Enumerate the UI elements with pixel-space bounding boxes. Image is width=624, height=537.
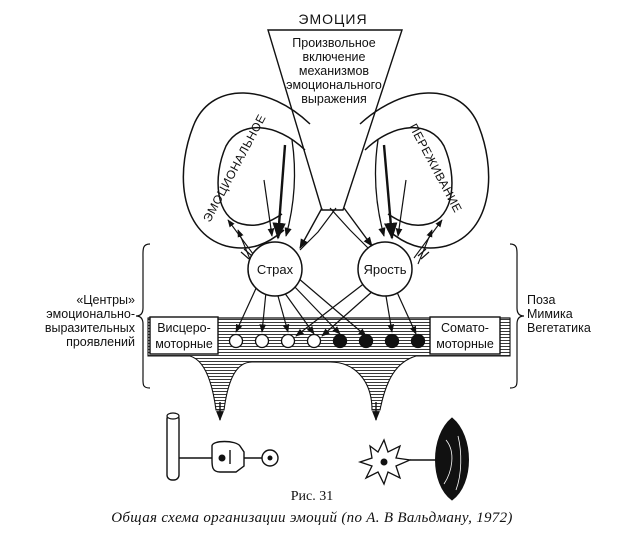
fear-to-nodes — [235, 277, 367, 337]
node-2 — [254, 333, 270, 349]
output-line-3: Вегетатика — [527, 321, 591, 335]
somatomotor-box — [429, 316, 501, 355]
rage-label: Ярость — [363, 262, 406, 277]
node-8 — [410, 333, 426, 349]
funnel-inner-right — [329, 207, 371, 251]
left-loop-arrow-1 — [272, 144, 287, 240]
somatomotor-line-2: моторные — [436, 337, 494, 351]
right-loop-arrow-1 — [382, 144, 398, 240]
centers-line-1: «Центры» — [76, 293, 135, 307]
node-5 — [332, 333, 348, 349]
node-7 — [384, 333, 400, 349]
fear-tick-2 — [243, 248, 253, 257]
output-label: Поза Мимика Вегетатика — [527, 293, 591, 335]
rage-out-arrow-2 — [417, 229, 433, 265]
rage-to-nodes — [295, 281, 417, 337]
node-row — [228, 333, 426, 349]
figure-number: Рис. 31 — [290, 489, 334, 504]
diagram-title: ЭМОЦИЯ — [298, 11, 367, 27]
visceral-effector-icon — [166, 412, 279, 481]
right-loop-arrow-3 — [395, 179, 407, 237]
left-loop-arrow-3 — [263, 179, 275, 237]
right-bracket — [509, 243, 525, 389]
visceromotor-box — [149, 316, 219, 355]
centers-line-2: эмоционально- — [46, 307, 135, 321]
right-experience-loop — [359, 92, 490, 249]
left-loop-label: ЭМОЦИОНАЛЬНОЕ — [200, 112, 269, 225]
funnel-line-3: механизмов — [299, 64, 369, 78]
funnel-line-5: выражения — [301, 92, 367, 106]
left-bracket — [135, 243, 151, 389]
funnel-right-tail — [343, 207, 373, 247]
funnel-line-2: включение — [303, 50, 366, 64]
funnel-line-4: эмоционального — [286, 78, 382, 92]
left-loop-arrow-2 — [284, 139, 296, 237]
funnel-left-tail — [299, 207, 323, 249]
rage-circle — [357, 241, 413, 297]
left-emotional-loop — [182, 92, 311, 249]
node-6 — [358, 333, 374, 349]
fear-circle — [247, 241, 303, 297]
node-4 — [306, 333, 322, 349]
funnel-inner-left — [299, 207, 337, 251]
output-line-1: Поза — [527, 293, 556, 307]
visceromotor-line-1: Висцеро- — [157, 321, 211, 335]
funnel-line-1: Произвольное — [292, 36, 375, 50]
figure-caption: Общая схема организации эмоций (по А. В … — [111, 510, 513, 526]
visceromotor-line-2: моторные — [155, 337, 213, 351]
output-line-2: Мимика — [527, 307, 573, 321]
fear-label: Страх — [257, 262, 294, 277]
somatic-effector-icon — [357, 417, 469, 501]
fear-tick-1 — [240, 251, 250, 260]
rage-tick-1 — [420, 251, 430, 260]
centers-line-3: выразительных — [45, 321, 136, 335]
centers-line-4: проявлений — [66, 335, 135, 349]
right-loop-arrow-2 — [374, 139, 386, 237]
centers-label: «Центры» эмоционально- выразительных про… — [45, 293, 136, 349]
funnel-text: Произвольное включение механизмов эмоцио… — [286, 36, 382, 106]
somatomotor-line-1: Сомато- — [441, 321, 489, 335]
node-1 — [228, 333, 244, 349]
node-3 — [280, 333, 296, 349]
rage-tick-2 — [417, 248, 427, 257]
